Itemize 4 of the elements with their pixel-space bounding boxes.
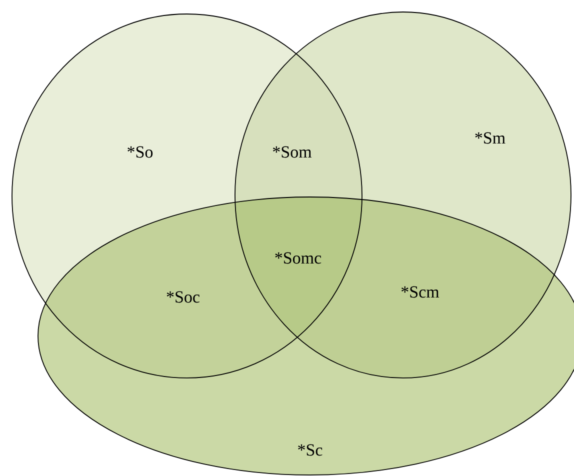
region-label: *Soc <box>166 291 200 303</box>
region-label: *Scm <box>401 286 440 298</box>
region-label: *Som <box>273 146 312 158</box>
region-label: *Somc <box>275 252 322 264</box>
